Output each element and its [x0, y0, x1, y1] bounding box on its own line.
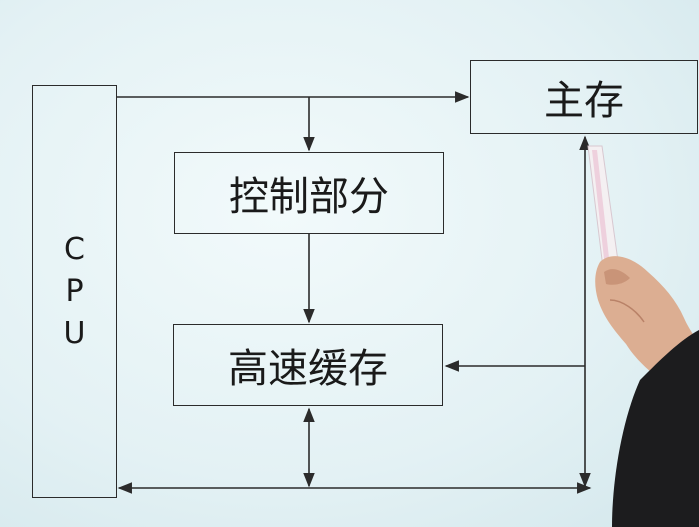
- cpu-block: C P U: [32, 85, 117, 498]
- main-memory-label: 主存: [544, 78, 624, 124]
- control-unit-block: 控制部分: [174, 152, 444, 234]
- cpu-letter-c: C: [64, 231, 85, 267]
- cpu-letter-u: U: [63, 315, 86, 351]
- control-unit-label: 控制部分: [229, 174, 389, 220]
- main-memory-block: 主存: [470, 60, 698, 134]
- cpu-letter-p: P: [65, 273, 84, 309]
- cache-block: 高速缓存: [173, 324, 443, 406]
- cache-label: 高速缓存: [228, 346, 388, 392]
